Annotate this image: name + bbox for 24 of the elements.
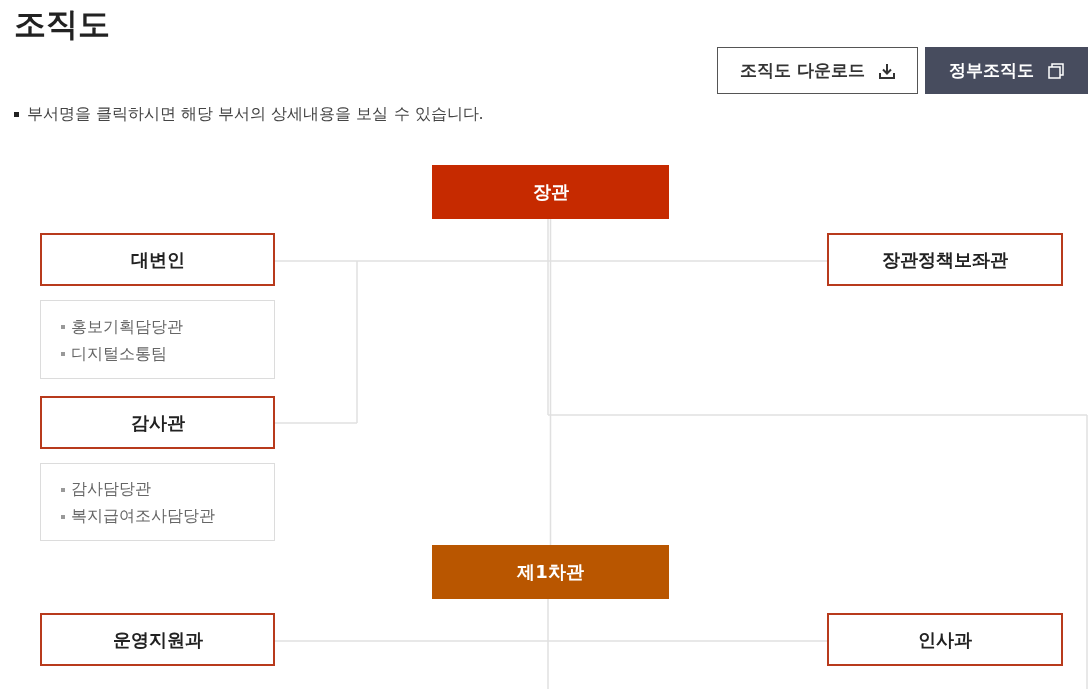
- instruction-note: 부서명을 클릭하시면 해당 부서의 상세내용을 보실 수 있습니다.: [14, 104, 484, 124]
- head-office-box: [432, 165, 669, 219]
- unit-name: 감사관: [130, 410, 185, 435]
- office-box: [40, 613, 275, 666]
- sub-unit-name: 디지털소통팀: [61, 339, 183, 367]
- link-button: 정부조직도: [925, 47, 1088, 94]
- office-box: [40, 396, 275, 449]
- vice-office-box: [432, 545, 669, 599]
- unit-name: 장관: [532, 180, 569, 204]
- sub-unit-name: 감사담당관: [61, 475, 215, 502]
- office-box: [40, 233, 275, 286]
- download-button: 조직도 다운로드: [717, 47, 918, 94]
- office-box: [827, 233, 1063, 286]
- office-box: [827, 613, 1063, 666]
- sub-unit-panel: [40, 463, 275, 541]
- sub-unit-panel: [40, 300, 275, 379]
- page-title: 조직도: [14, 4, 110, 44]
- sub-unit-name: 홍보기획담당관: [61, 312, 183, 340]
- unit-name: 대변인: [130, 247, 185, 272]
- unit-name: 운영지원과: [112, 627, 203, 652]
- unit-name: 제1차관: [517, 560, 584, 584]
- sub-unit-name: 복지급여조사담당관: [61, 502, 215, 529]
- unit-name: 인사과: [918, 627, 972, 652]
- unit-name: 장관정책보좌관: [882, 247, 1008, 272]
